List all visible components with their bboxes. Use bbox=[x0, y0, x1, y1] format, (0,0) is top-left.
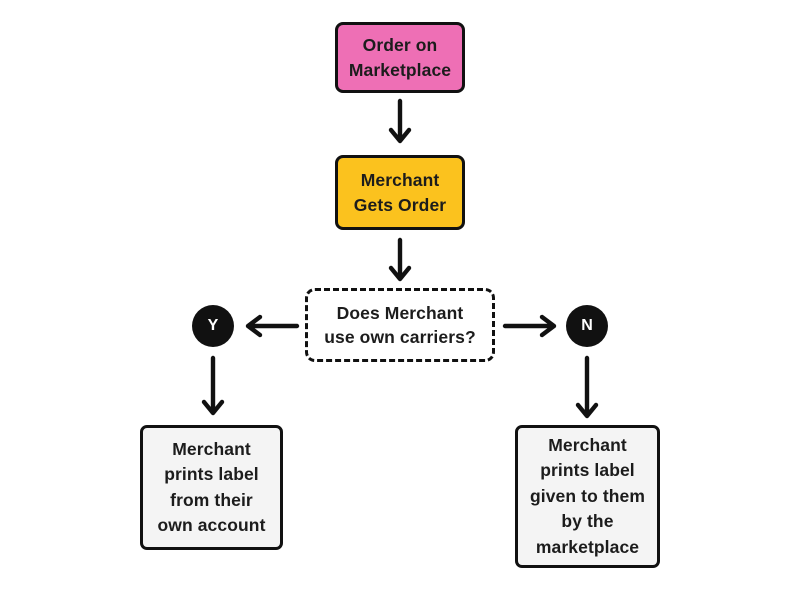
arrow-decision-to-yes bbox=[245, 314, 300, 338]
decision-yes-badge: Y bbox=[192, 305, 234, 347]
arrow-decision-to-no bbox=[502, 314, 557, 338]
node-result-own-account: Merchant prints label from their own acc… bbox=[140, 425, 283, 550]
arrow-yes-to-result bbox=[201, 355, 225, 416]
node-decision-label: Does Merchant use own carriers? bbox=[324, 302, 476, 347]
decision-no-label: N bbox=[581, 317, 593, 334]
decision-no-badge: N bbox=[566, 305, 608, 347]
decision-yes-label: Y bbox=[207, 317, 219, 334]
node-order-label: Order on Marketplace bbox=[348, 35, 452, 80]
arrow-merchant-to-decision bbox=[388, 237, 412, 282]
node-merchant-label: Merchant Gets Order bbox=[353, 170, 447, 215]
node-result-marketplace-text: Merchant prints label given to them by t… bbox=[529, 435, 646, 557]
node-merchant-gets-order: Merchant Gets Order bbox=[335, 155, 465, 230]
node-order-on-marketplace: Order on Marketplace bbox=[335, 22, 465, 93]
arrow-order-to-merchant bbox=[388, 98, 412, 144]
node-decision-own-carriers: Does Merchant use own carriers? bbox=[305, 288, 495, 362]
arrow-no-to-result bbox=[575, 355, 599, 419]
node-result-marketplace-label: Merchant prints label given to them by t… bbox=[515, 425, 660, 568]
node-result-own-label: Merchant prints label from their own acc… bbox=[157, 438, 266, 535]
